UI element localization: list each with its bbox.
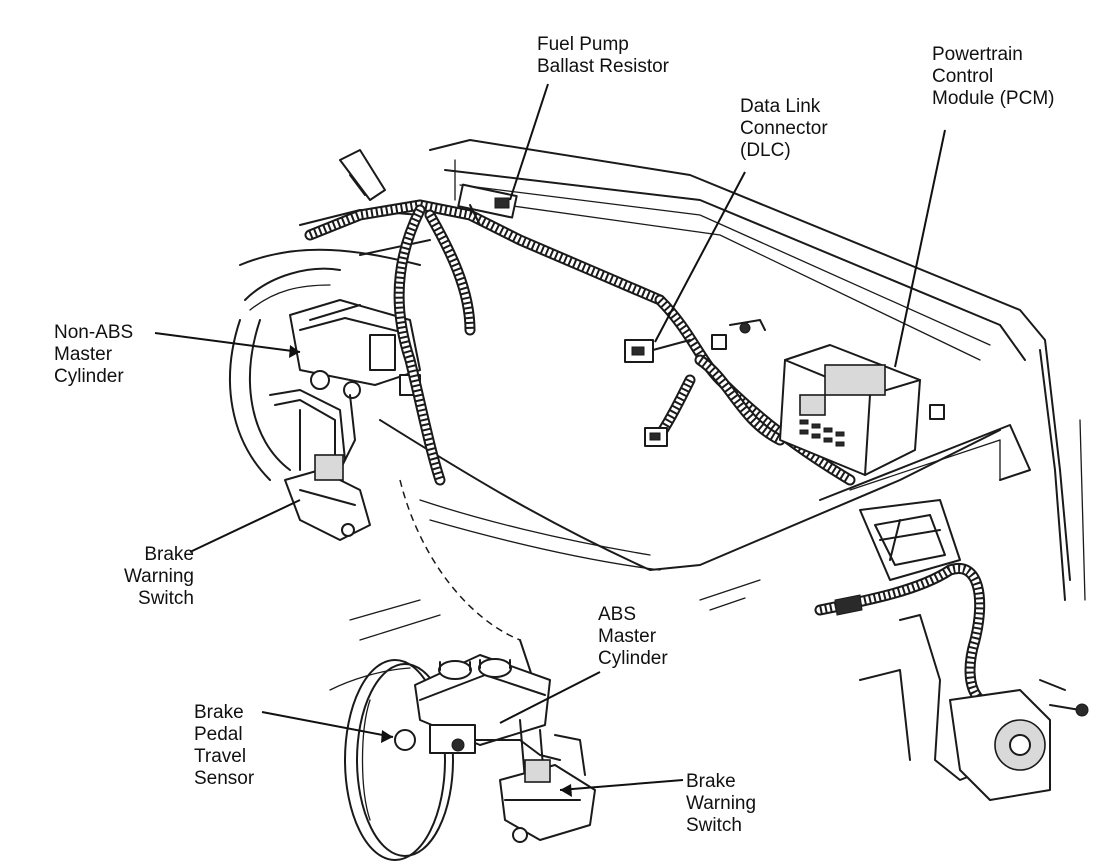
label-line: Brake [144,544,194,565]
callout-leader-lines [154,83,946,797]
label-line: Brake [194,702,244,723]
label-line: (DLC) [740,140,791,161]
label-line: Sensor [194,768,255,789]
label-line: Master [598,626,657,647]
label-line: Switch [138,588,194,609]
pcm-drawing [779,344,945,476]
label-line: Module (PCM) [932,88,1055,109]
non-abs-master-cylinder-drawing [269,299,421,471]
label-line: ABS [598,604,637,625]
abs-master-cylinder-drawing [394,654,561,791]
data-link-connector-drawing [624,319,766,447]
label-line: Cylinder [598,648,668,669]
label-brake-warning-switch-upper: Brake Warning Switch [112,544,194,610]
label-line: Brake [686,771,736,792]
upper-brake-booster [229,267,341,481]
lower-right-components [699,499,1089,801]
label-line: Powertrain [932,44,1023,65]
label-fuel-pump-ballast-resistor: Fuel Pump Ballast Resistor [537,34,669,78]
label-line: Control [932,66,994,87]
label-line: Ballast Resistor [537,56,669,77]
label-line: Master [54,344,113,365]
wiring-harness [304,199,1026,712]
label-line: Warning [123,566,194,587]
label-line: Connector [740,118,828,139]
label-data-link-connector: Data Link Connector (DLC) [740,96,828,162]
label-line: Cylinder [54,366,124,387]
ballast-resistor-drawing [457,183,518,226]
label-line: Pedal [194,724,243,745]
lower-brake-warning-switch-drawing [499,734,596,843]
label-line: Travel [194,746,247,767]
label-line: Data Link [740,96,821,117]
label-abs-master-cylinder: ABS Master Cylinder [598,604,668,670]
label-brake-warning-switch-lower: Brake Warning Switch [686,771,756,837]
label-pcm: Powertrain Control Module (PCM) [932,44,1054,110]
label-line: Fuel Pump [537,34,629,55]
label-brake-pedal-travel-sensor: Brake Pedal Travel Sensor [194,702,254,790]
label-line: Non-ABS [54,322,134,343]
label-line: Warning [686,793,757,814]
label-line: Switch [686,815,742,836]
firewall-body-outline [239,139,1086,601]
label-non-abs-master-cylinder: Non-ABS Master Cylinder [54,322,133,388]
upper-brake-warning-switch-drawing [284,454,371,541]
